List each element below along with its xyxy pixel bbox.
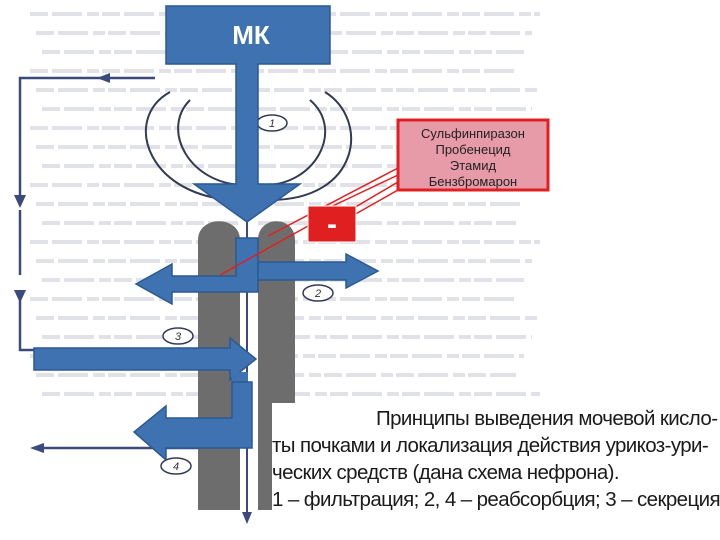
secretion-arrow-3-down — [232, 372, 248, 382]
drug-name-1: Сульфинпиразон — [421, 126, 525, 141]
reabsorption-arrow-4 — [132, 381, 253, 462]
vessel-arrowhead-top — [97, 73, 110, 83]
step-3-number: 3 — [175, 331, 182, 343]
mk-label: МК — [232, 20, 270, 50]
drug-name-4: Бензбромарон — [429, 174, 517, 189]
step-2-oval — [302, 284, 334, 302]
caption-line-2: ты почками и локализация действия урикоз… — [272, 434, 709, 457]
step-4-oval — [160, 457, 192, 475]
figure-caption: Принципы выведения мочевой кисло- ты поч… — [272, 403, 720, 533]
drug-list-box — [396, 118, 550, 192]
lumen-flow-arrowhead — [242, 512, 252, 524]
step-3-oval — [162, 327, 194, 345]
drug-name-3: Этамид — [450, 158, 497, 173]
vessel-outline — [18, 76, 240, 450]
step-1-number: 1 — [269, 118, 275, 130]
caption-line-1: Принципы выведения мочевой кисло- — [376, 407, 718, 430]
inhibition-sign: - — [327, 208, 337, 241]
drug-name-2: Пробенецид — [435, 142, 510, 157]
inhibition-sign-box — [307, 205, 357, 243]
filtration-arrow — [165, 5, 331, 223]
vessel-arrowhead-left — [14, 195, 26, 208]
caption-line-4: 1 – фильтрация; 2, 4 – реабсорбция; 3 – … — [272, 488, 720, 511]
vessel-arrowhead-left-2 — [14, 290, 26, 303]
step-2-number: 2 — [314, 288, 321, 300]
caption-line-3: ческих средств (дана схема нефрона). — [272, 461, 620, 484]
step-4-number: 4 — [173, 461, 179, 473]
secretion-arrow-3 — [33, 336, 258, 382]
reabsorption-arrow-2-right — [257, 252, 380, 290]
vessel-arrowhead-bottom — [30, 443, 44, 453]
